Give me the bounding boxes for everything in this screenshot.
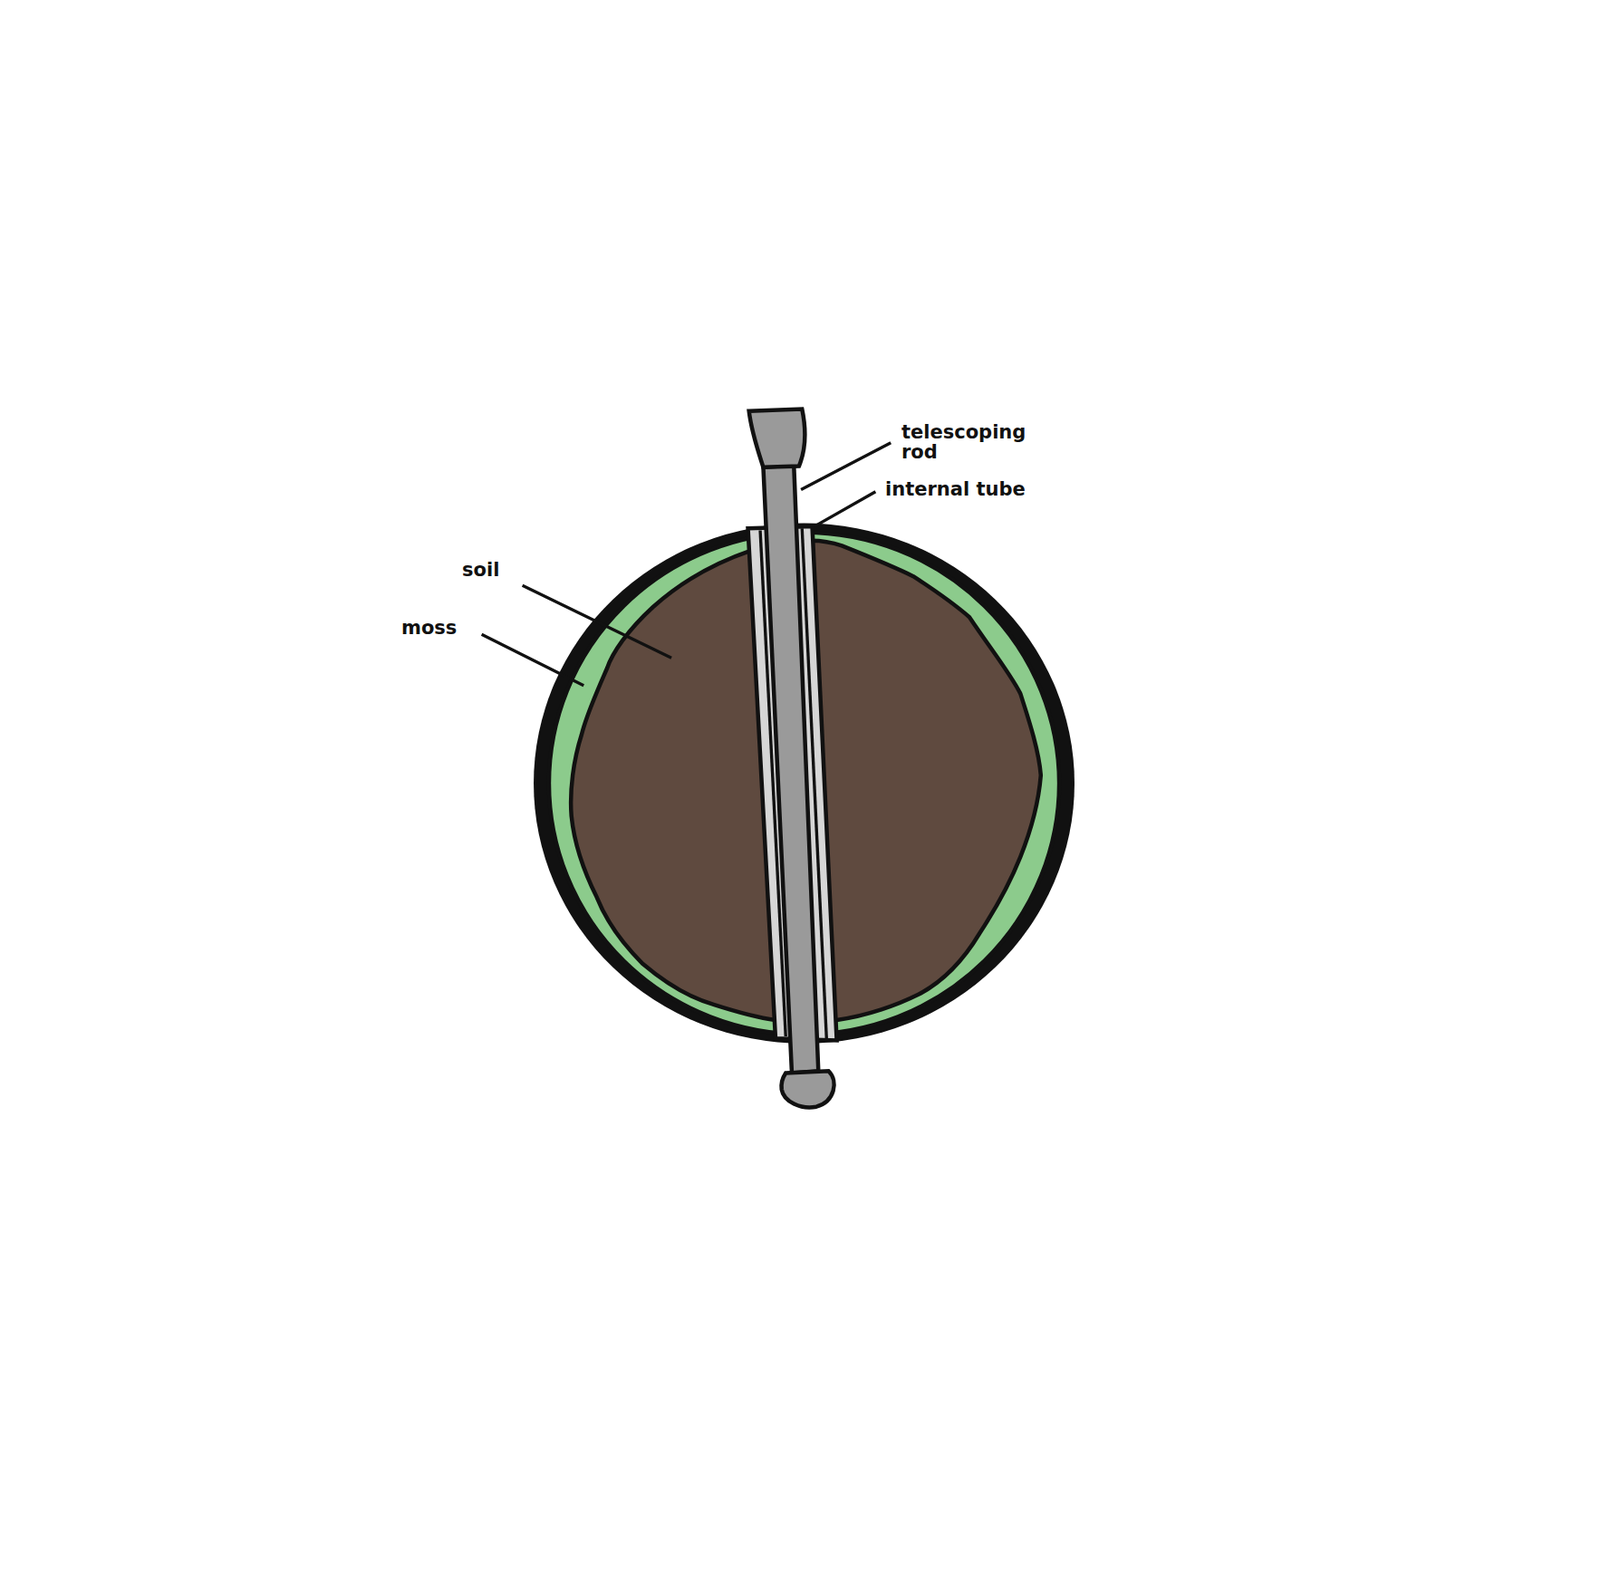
part-label: telescoping rod [901, 422, 1026, 463]
rod-handle [749, 409, 806, 468]
rod-knob [781, 1070, 835, 1108]
rod-body [762, 464, 819, 1073]
part-label: soil [462, 559, 500, 580]
leader-line [522, 585, 672, 658]
leader-line [481, 634, 585, 685]
part-label: internal tube [885, 479, 1026, 500]
leader-line [816, 491, 876, 526]
leader-line [800, 443, 891, 491]
part-label: moss [401, 617, 457, 638]
